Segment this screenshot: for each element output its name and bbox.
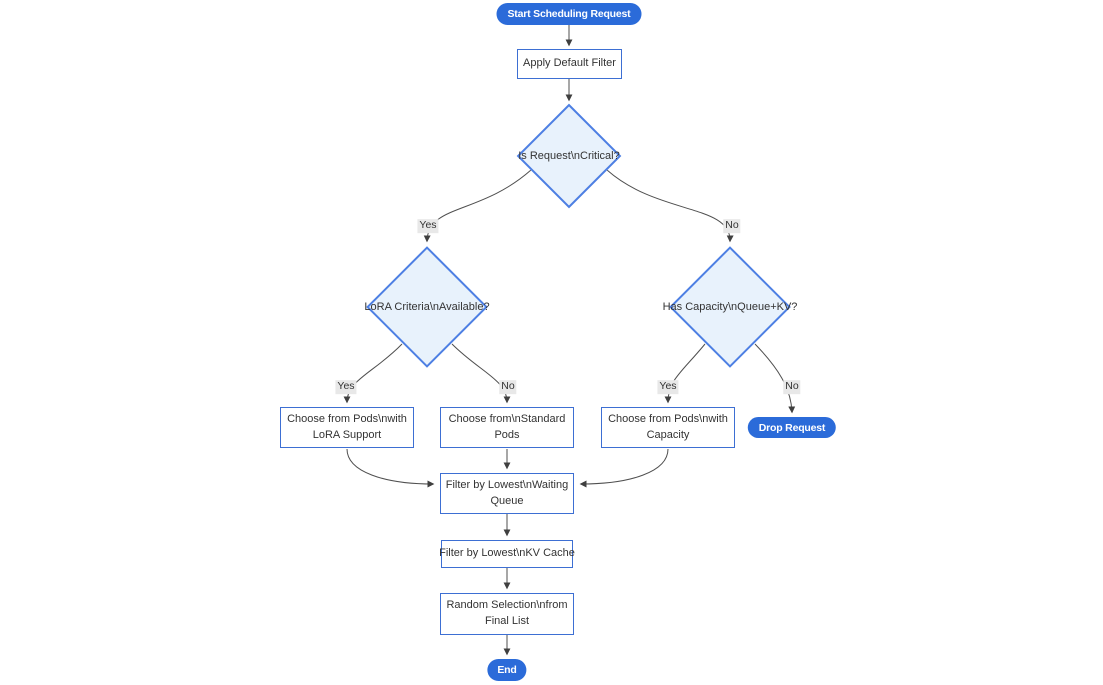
start-label: Start Scheduling Request	[507, 8, 631, 20]
filter-kv-cache-label: Filter by Lowest\nKV Cache	[439, 547, 575, 560]
end-label: End	[497, 664, 517, 676]
apply-default-filter-node: Apply Default Filter	[517, 49, 622, 79]
drop-request-node: Drop Request	[747, 417, 837, 438]
edge-label-capacity-yes: Yes	[657, 380, 679, 394]
edge-lora-to-filter	[346, 448, 435, 488]
apply-default-filter-label: Apply Default Filter	[523, 57, 616, 70]
edge-label-capacity-no: No	[783, 380, 801, 394]
start-node: Start Scheduling Request	[496, 3, 642, 25]
random-selection-line2: Final List	[484, 615, 530, 627]
decision-has-capacity-label: Has Capacity\nQueue+KV?	[662, 301, 798, 313]
edge-capacity-no	[754, 343, 796, 414]
decision-has-capacity: Has Capacity\nQueue+KV?	[662, 246, 798, 368]
random-selection-node: Random Selection\nfrom Final List	[440, 593, 574, 635]
random-selection-line1: Random Selection\nfrom	[446, 599, 568, 612]
filter-waiting-queue-node: Filter by Lowest\nWaiting Queue	[440, 473, 574, 514]
decision-is-critical: Is Request\nCritical?	[516, 103, 622, 209]
end-node: End	[487, 659, 527, 681]
filter-waiting-queue-line1: Filter by Lowest\nWaiting	[445, 478, 569, 491]
drop-request-label: Drop Request	[758, 421, 826, 434]
decision-lora-criteria: LoRA Criteria\nAvailable?	[364, 246, 490, 368]
edge-label-lora-yes: Yes	[335, 380, 357, 394]
choose-standard-pods-node: Choose from\nStandard Pods	[440, 407, 574, 448]
edge-critical-yes	[423, 169, 532, 243]
choose-lora-pods-line1: Choose from Pods\nwith	[287, 412, 407, 425]
edge-lora-yes	[343, 343, 403, 404]
choose-lora-pods-node: Choose from Pods\nwith LoRA Support	[280, 407, 414, 448]
edge-critical-no	[606, 169, 734, 243]
decision-lora-criteria-label: LoRA Criteria\nAvailable?	[364, 301, 490, 313]
filter-waiting-queue-line2: Queue	[490, 494, 524, 507]
choose-lora-pods-line2: LoRA Support	[312, 428, 382, 441]
filter-kv-cache-node: Filter by Lowest\nKV Cache	[439, 540, 575, 568]
choose-standard-pods-line2: Pods	[494, 428, 520, 441]
edge-lora-no	[451, 343, 511, 404]
choose-capacity-pods-line1: Choose from Pods\nwith	[608, 412, 728, 425]
edge-label-lora-no: No	[499, 380, 517, 394]
edge-label-critical-yes: Yes	[417, 219, 439, 233]
choose-capacity-pods-node: Choose from Pods\nwith Capacity	[601, 407, 735, 448]
edge-capacity-to-filter	[579, 448, 669, 488]
choose-capacity-pods-line2: Capacity	[646, 428, 690, 441]
choose-standard-pods-line1: Choose from\nStandard	[448, 412, 566, 425]
edge-label-critical-no: No	[723, 219, 741, 233]
decision-is-critical-label: Is Request\nCritical?	[518, 150, 620, 162]
edge-capacity-yes	[664, 343, 706, 404]
